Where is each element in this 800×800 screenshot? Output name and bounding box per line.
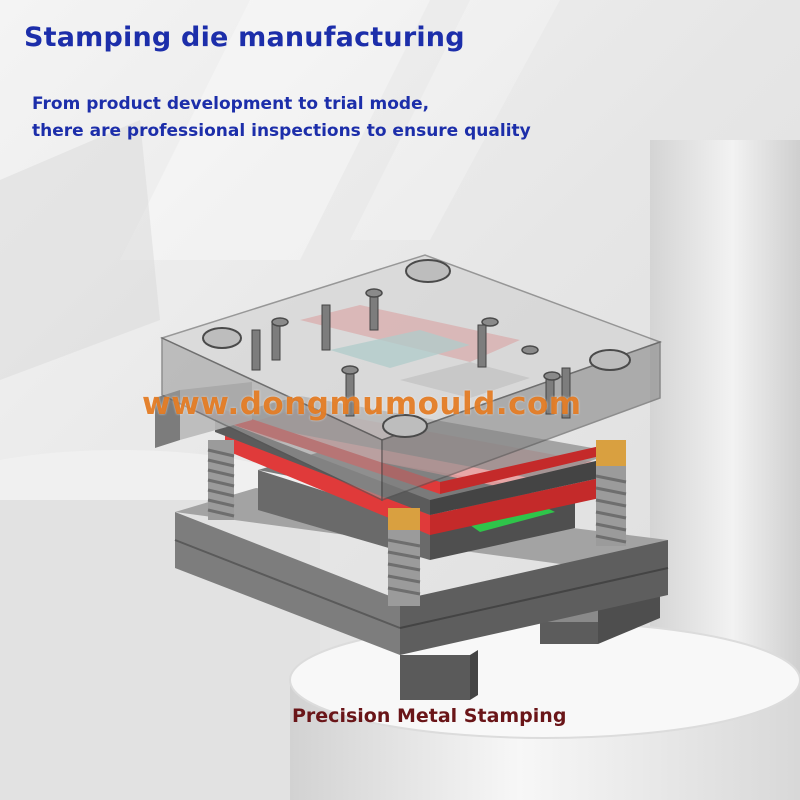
subtitle-line-1: From product development to trial mode, (32, 94, 430, 114)
website-watermark: www.dongmumould.com (142, 386, 582, 422)
guide-pillar-front (387, 508, 421, 606)
page-title: Stamping die manufacturing (24, 22, 465, 53)
product-caption: Precision Metal Stamping (292, 705, 567, 727)
guide-pillar-right (595, 440, 627, 546)
guide-pillar-left (207, 440, 235, 520)
subtitle-line-2: there are professional inspections to en… (32, 121, 531, 141)
